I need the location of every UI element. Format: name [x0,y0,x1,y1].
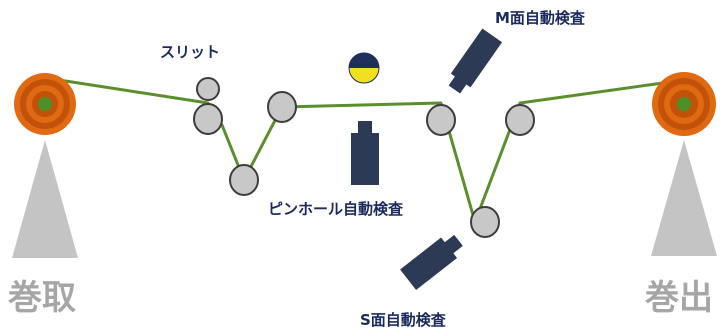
m-side-inspection-label: M面自動検査 [495,9,586,27]
guide-roller-icon [196,77,220,101]
guide-roller-icon [505,104,535,136]
left-reel-stand-icon [12,140,78,258]
rewind-label: 巻出 [645,278,713,318]
unwind-reel-icon [14,73,76,135]
right-reel-stand-icon [651,140,717,256]
pinhole-inspection-label: ピンホール自動検査 [268,200,404,218]
guide-roller-icon [267,91,297,123]
s-side-inspection-label: S面自動検査 [360,311,447,329]
rewind-reel-icon [652,72,716,136]
slit-label: スリット [160,43,220,61]
unwind-label: 巻取 [8,278,76,318]
m-side-inspection-camera-icon [448,28,503,94]
s-side-inspection-camera-icon [400,234,463,291]
pinhole-inspection-camera-icon [351,121,379,185]
guide-roller-icon [426,104,456,136]
light-source-icon [348,52,380,84]
guide-roller-icon [193,103,223,135]
guide-roller-icon [229,164,259,196]
guide-roller-icon [470,206,500,238]
